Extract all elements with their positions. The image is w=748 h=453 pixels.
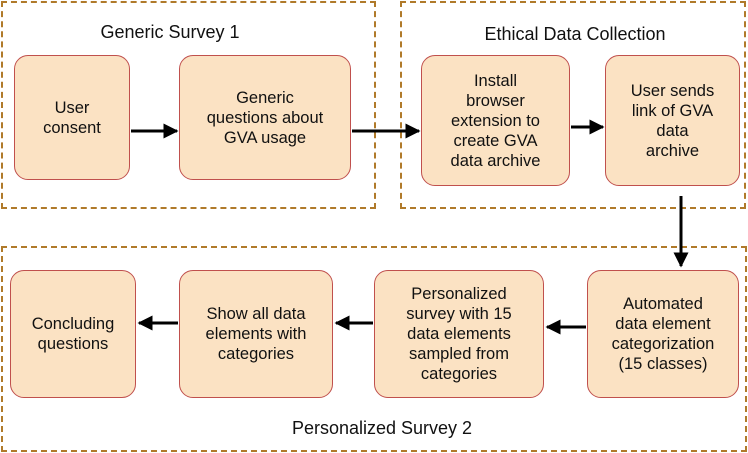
node-user-sends-link: User sends link of GVA data archive <box>605 55 740 186</box>
group-generic-survey-1 <box>1 1 376 209</box>
node-concluding-questions: Concluding questions <box>10 270 136 398</box>
node-personalized-survey: Personalized survey with 15 data element… <box>374 270 544 398</box>
node-user-consent: User consent <box>14 55 130 180</box>
group-personalized-survey-2 <box>1 246 747 452</box>
node-install-extension: Install browser extension to create GVA … <box>421 55 570 186</box>
node-automated-categorization: Automated data element categorization (1… <box>587 270 739 398</box>
group-title-personalized-survey-2: Personalized Survey 2 <box>291 418 473 438</box>
node-generic-questions: Generic questions about GVA usage <box>179 55 351 180</box>
node-show-data-elements: Show all data elements with categories <box>179 270 333 398</box>
group-ethical-data-collection <box>400 1 746 209</box>
group-title-ethical-data-collection: Ethical Data Collection <box>484 24 666 44</box>
group-title-generic-survey-1: Generic Survey 1 <box>100 22 240 42</box>
